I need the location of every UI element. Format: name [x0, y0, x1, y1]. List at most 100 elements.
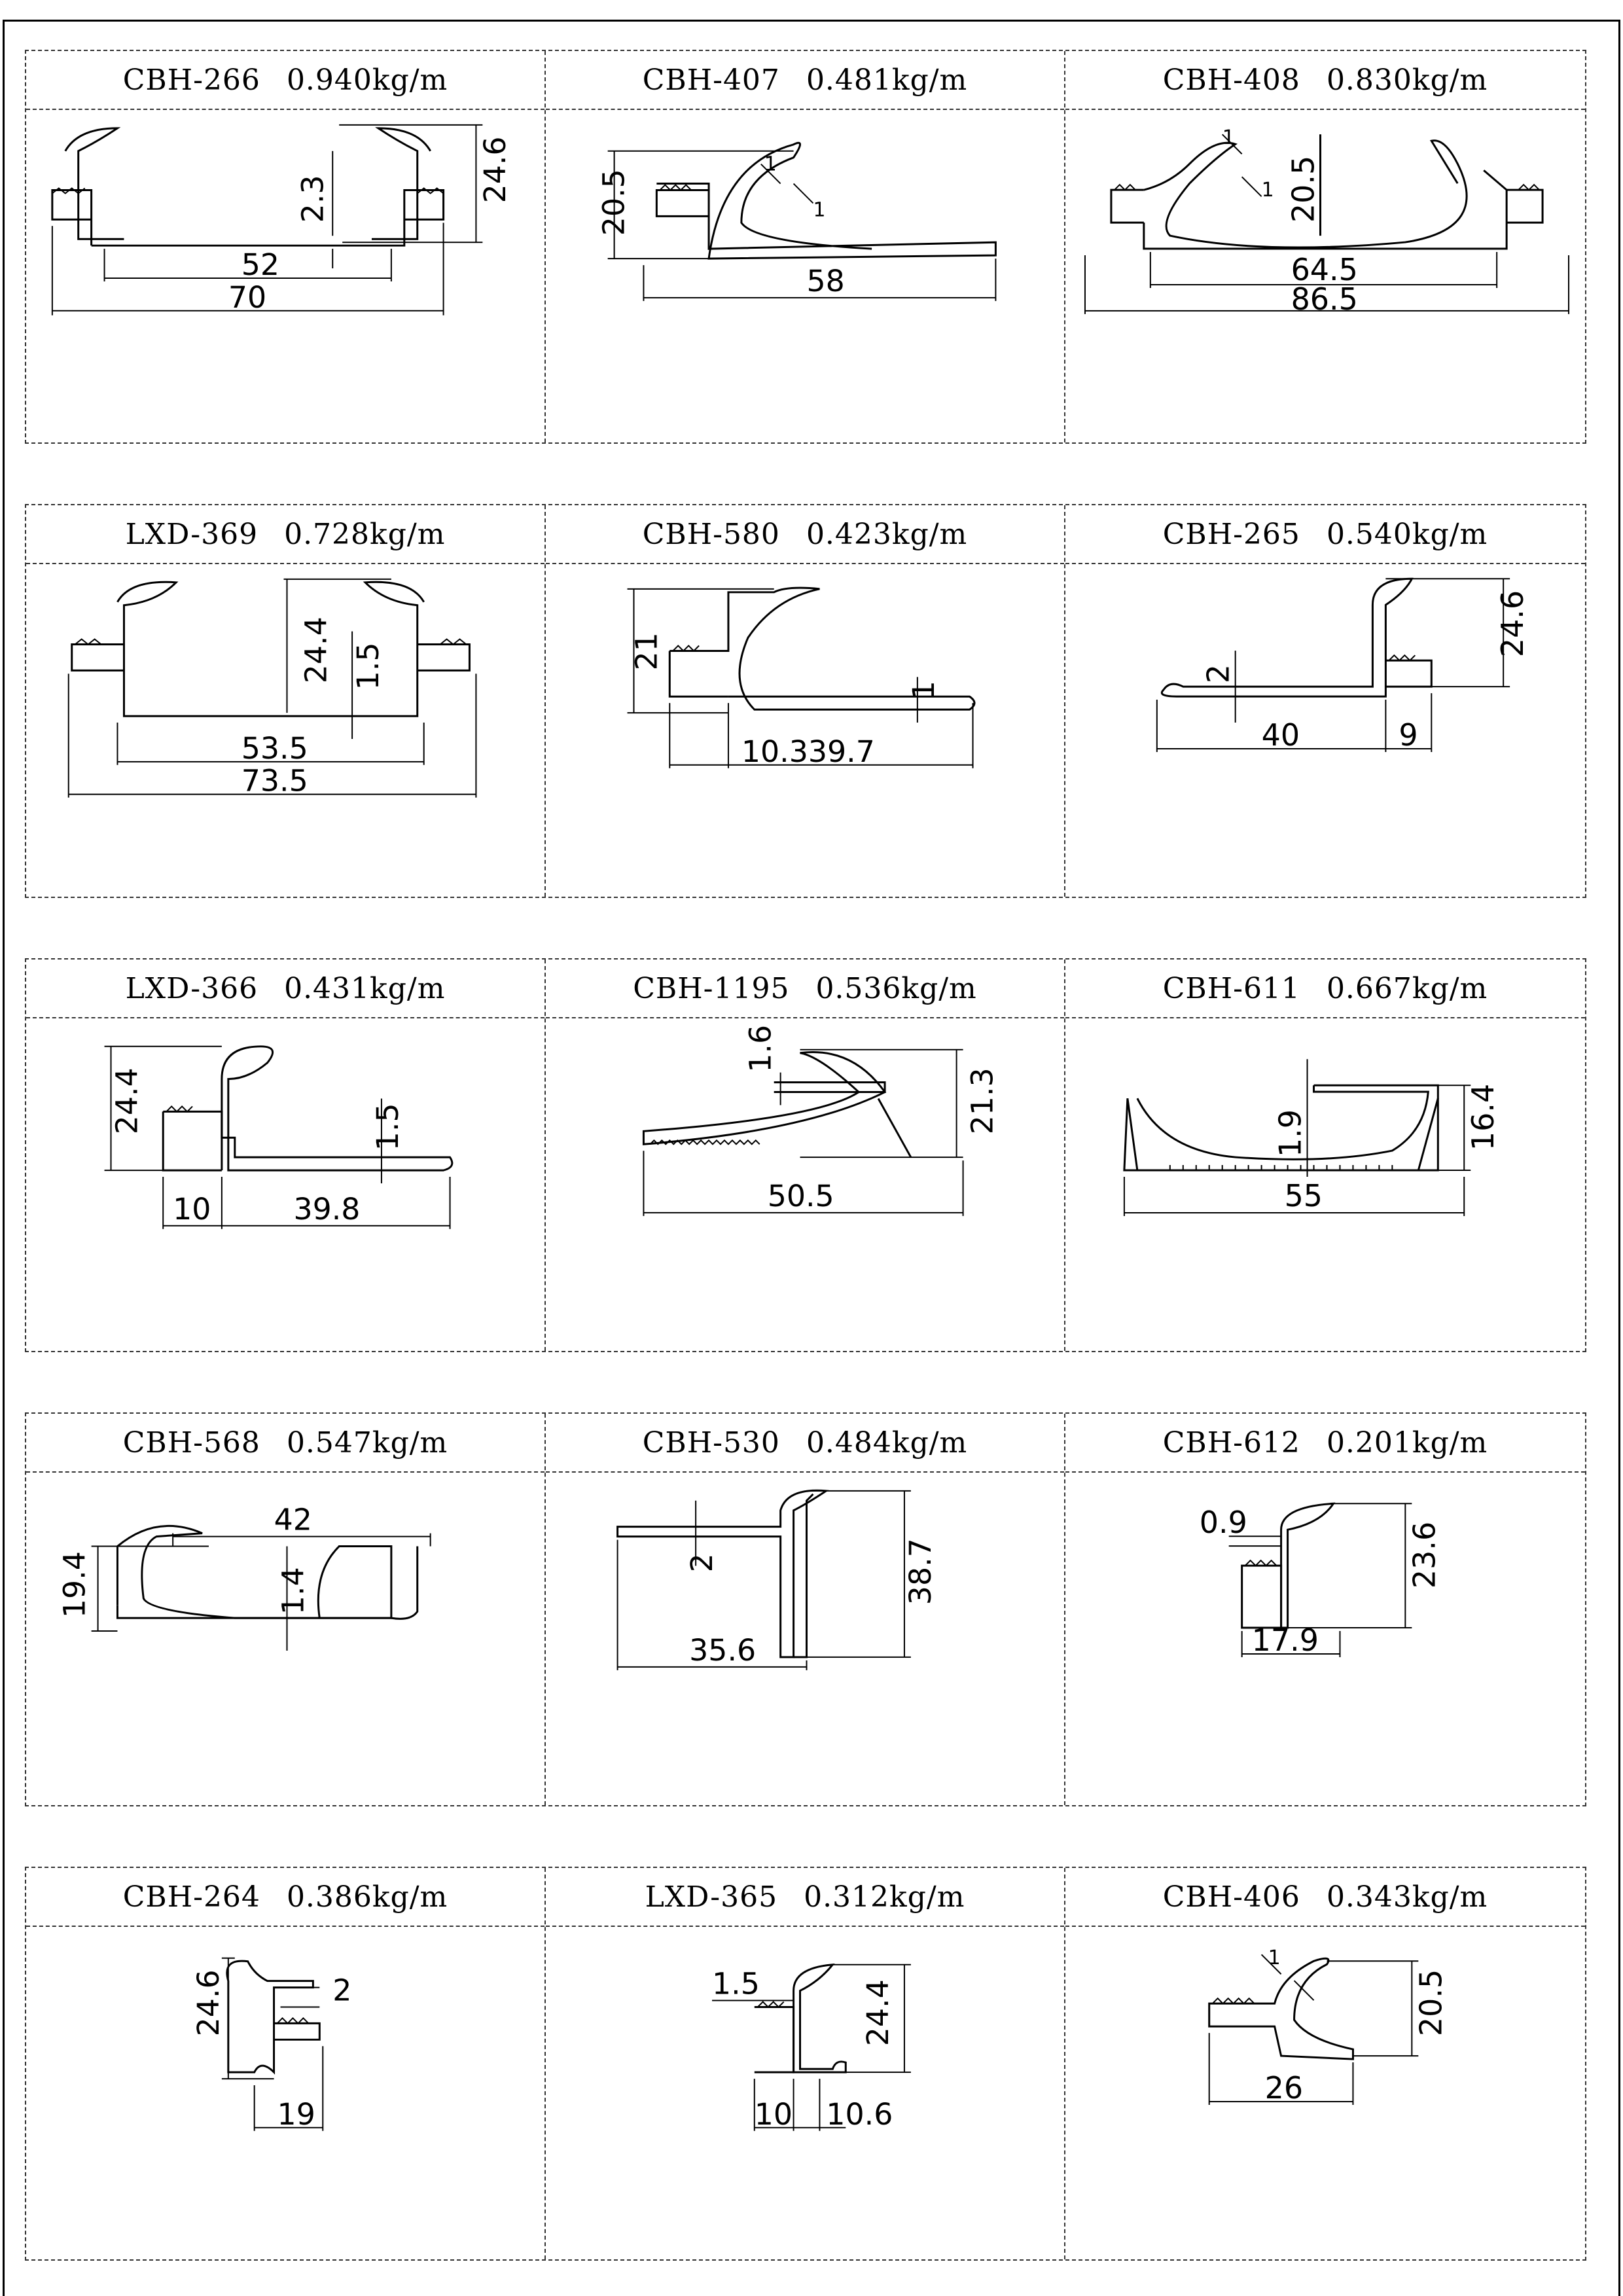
- profile-header: CBH-407 0.481kg/m: [546, 51, 1064, 110]
- dim-label: 1.5: [350, 642, 385, 690]
- dim-label: 1: [813, 198, 825, 221]
- dim-label: 21: [628, 632, 664, 670]
- dim-label: 23.6: [1406, 1522, 1442, 1588]
- dim-label: 10.6: [826, 2096, 893, 2132]
- dim-label: 24.4: [298, 617, 333, 683]
- dim-label: 1.6: [743, 1025, 778, 1073]
- profile-card: CBH-407 0.481kg/m 20.5 58 1 1: [546, 51, 1065, 442]
- dim-label: 1.5: [712, 1966, 760, 2001]
- dim-label: 1: [906, 681, 941, 700]
- profile-code: CBH-264: [122, 1880, 260, 1914]
- profile-code: CBH-611: [1162, 971, 1300, 1005]
- dim-label: 1.4: [275, 1567, 310, 1615]
- dim-label: 1.9: [1273, 1109, 1308, 1157]
- profile-weight: 0.484kg/m: [806, 1426, 968, 1460]
- dim-label: 39.8: [293, 1191, 360, 1227]
- profile-card: CBH-612 0.201kg/m 0.9 23.6 17.9: [1065, 1414, 1585, 1805]
- profile-weight: 0.540kg/m: [1326, 517, 1488, 551]
- dim-label: 64.5: [1291, 252, 1358, 287]
- profile-weight: 0.386kg/m: [286, 1880, 448, 1914]
- dim-label: 38.7: [902, 1538, 938, 1605]
- dim-label: 10.339.7: [741, 734, 875, 769]
- dim-label: 2: [332, 1973, 351, 2008]
- dim-label: 40: [1262, 717, 1300, 753]
- dim-label: 19.4: [57, 1551, 92, 1618]
- profile-weight: 0.728kg/m: [284, 517, 446, 551]
- profile-weight: 0.343kg/m: [1326, 1880, 1488, 1914]
- profile-code: CBH-530: [642, 1426, 780, 1460]
- dim-label: 53.5: [241, 730, 308, 766]
- dim-label: 16.4: [1465, 1084, 1501, 1151]
- profile-header: CBH-530 0.484kg/m: [546, 1414, 1064, 1473]
- profile-drawing: 0.9 23.6 17.9: [1200, 1502, 1442, 1658]
- dim-label: 1: [764, 153, 777, 176]
- dim-label: 20.5: [596, 169, 632, 236]
- profile-drawing: 52 70 2.3 24.6: [51, 124, 512, 315]
- dim-label: 20.5: [1413, 1969, 1448, 2036]
- dim-label: 2: [1201, 664, 1236, 683]
- profile-code: CBH-568: [122, 1426, 260, 1460]
- dim-label: 1: [1268, 1946, 1281, 1969]
- profile-drawing: 2 38.7 35.6: [616, 1489, 938, 1670]
- profile-header: CBH-266 0.940kg/m: [26, 51, 544, 110]
- dim-label: 9: [1399, 717, 1418, 753]
- page-frame: [3, 20, 1620, 2296]
- dim-label: 1.5: [370, 1103, 405, 1151]
- dim-label: 70: [228, 279, 266, 315]
- profile-drawing: 24.4 1.5 53.5 73.5: [67, 578, 477, 798]
- profile-header: CBH-611 0.667kg/m: [1065, 960, 1585, 1018]
- profile-drawing: 24.4 1.5 10 39.8: [104, 1045, 454, 1229]
- dim-label: 21.3: [964, 1067, 999, 1134]
- profile-header: CBH-264 0.386kg/m: [26, 1868, 544, 1927]
- profile-weight: 0.201kg/m: [1326, 1426, 1488, 1460]
- profile-drawing: 24.6 2 19: [190, 1957, 351, 2132]
- profile-weight: 0.481kg/m: [806, 63, 968, 97]
- dim-label: 50.5: [768, 1178, 834, 1213]
- profile-drawing: 20.5 58 1 1: [596, 141, 997, 301]
- dim-label: 24.6: [477, 136, 512, 203]
- profile-card: CBH-264 0.386kg/m 24.6 2 19: [26, 1868, 546, 2259]
- profile-card: CBH-530 0.484kg/m 2 38.7 35.6: [546, 1414, 1065, 1805]
- profile-code: CBH-407: [642, 63, 780, 97]
- profile-weight: 0.940kg/m: [286, 63, 448, 97]
- dim-label: 26: [1265, 2070, 1303, 2106]
- profile-code: CBH-612: [1162, 1426, 1300, 1460]
- profile-drawing: 1 20.5 26: [1208, 1946, 1448, 2106]
- dim-label: 24.4: [860, 1979, 895, 2046]
- profile-drawing: 1.5 24.4 10 10.6: [712, 1963, 911, 2132]
- profile-code: CBH-580: [642, 517, 780, 551]
- dim-label: 24.4: [109, 1067, 144, 1134]
- profile-drawing: 42 19.4 1.4: [57, 1502, 431, 1651]
- profile-drawing: 1.6 21.3 50.5: [642, 1025, 999, 1216]
- dim-label: 1: [1262, 179, 1274, 202]
- profile-drawing: 20.5 64.5 86.5 1 1: [1084, 126, 1570, 317]
- dim-label: 19: [277, 2096, 315, 2132]
- profile-weight: 0.667kg/m: [1326, 971, 1488, 1005]
- profile-card: CBH-611 0.667kg/m 1.9 16.4 55: [1065, 960, 1585, 1351]
- dim-label: 1: [1222, 126, 1235, 149]
- profile-drawing: 1.9 16.4 55: [1123, 1059, 1501, 1216]
- dim-label: 20.5: [1286, 156, 1321, 223]
- dim-label: 10: [173, 1191, 211, 1227]
- dim-label: 58: [806, 263, 844, 298]
- profile-code: CBH-266: [122, 63, 260, 97]
- profile-code: LXD-365: [645, 1880, 778, 1914]
- profile-weight: 0.431kg/m: [284, 971, 446, 1005]
- dim-label: 0.9: [1200, 1505, 1247, 1540]
- dim-label: 2.3: [294, 175, 330, 223]
